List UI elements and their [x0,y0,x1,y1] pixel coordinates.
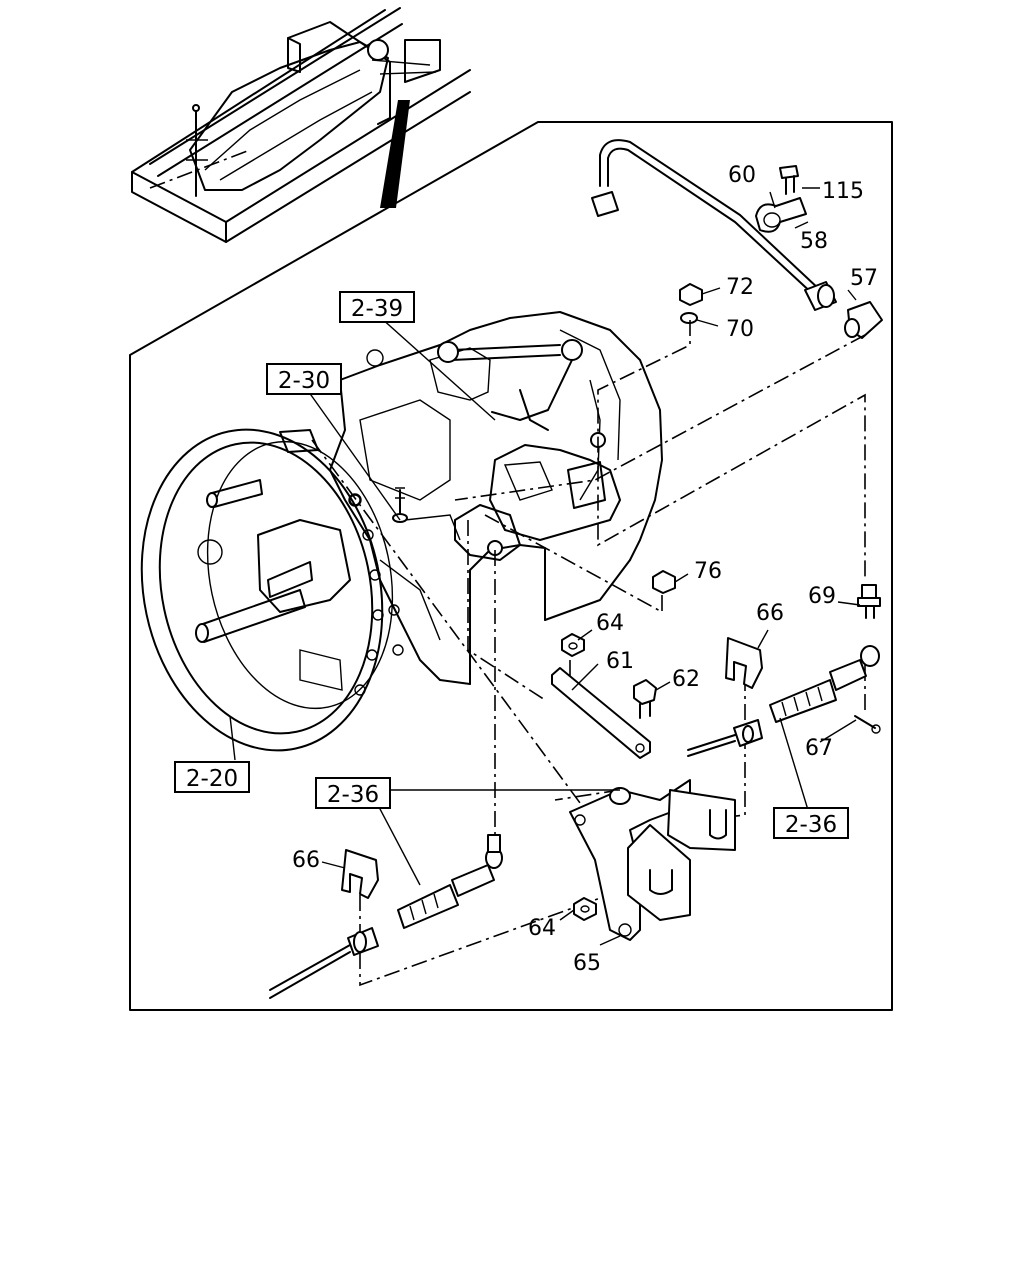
part-72-nut [679,283,703,306]
detail-frame [129,121,893,1011]
ref-2-36-left: 2-36 [327,782,379,808]
label-part-72: 72 [726,275,754,300]
shift-cable-right [687,645,880,757]
part-64-nut-lower [573,897,597,921]
label-part-69: 69 [808,584,836,609]
label-part-76: 76 [694,559,722,584]
shift-cable-left [269,834,503,999]
ref-2-36-right: 2-36 [785,812,837,838]
label-part-58: 58 [800,229,828,254]
label-part-115: 115 [822,179,864,204]
label-part-65: 65 [573,951,601,976]
part-66-clip-left [341,849,379,899]
part-61-bracket [551,667,651,759]
ref-box-2-36-right [773,807,849,839]
part-66-clip-right [725,637,763,689]
label-part-60: 60 [728,163,756,188]
part-115-bolt [779,165,799,195]
ref-2-39: 2-39 [351,296,403,322]
ref-2-20: 2-20 [186,766,238,792]
speedometer-cable [591,139,837,311]
ref-box-2-20 [174,761,250,793]
label-part-61: 61 [606,649,634,674]
label-part-62: 62 [672,667,700,692]
ref-box-2-30 [266,363,342,395]
clutch-housing [140,428,404,752]
part-67-clip [854,715,881,734]
part-69-pin [857,584,881,619]
label-part-64-lower: 64 [528,916,556,941]
vehicle-frame-inset [131,7,471,243]
label-part-64-upper: 64 [596,611,624,636]
label-part-67: 67 [805,736,833,761]
leader-lines [229,187,861,946]
part-62-bolt [633,679,657,719]
transmission-case [279,311,663,685]
part-57-adapter [844,301,883,339]
part-76-nut [652,570,676,594]
label-part-66-left: 66 [292,848,320,873]
part-60-clamp [755,197,807,233]
ref-2-30: 2-30 [278,368,330,394]
label-part-70: 70 [726,317,754,342]
ref-box-2-36-left [315,777,391,809]
label-part-57: 57 [850,266,878,291]
part-70-washer [680,312,698,324]
part-65-bracket [569,779,736,941]
label-part-66-right: 66 [756,601,784,626]
ref-box-2-39 [339,291,415,323]
